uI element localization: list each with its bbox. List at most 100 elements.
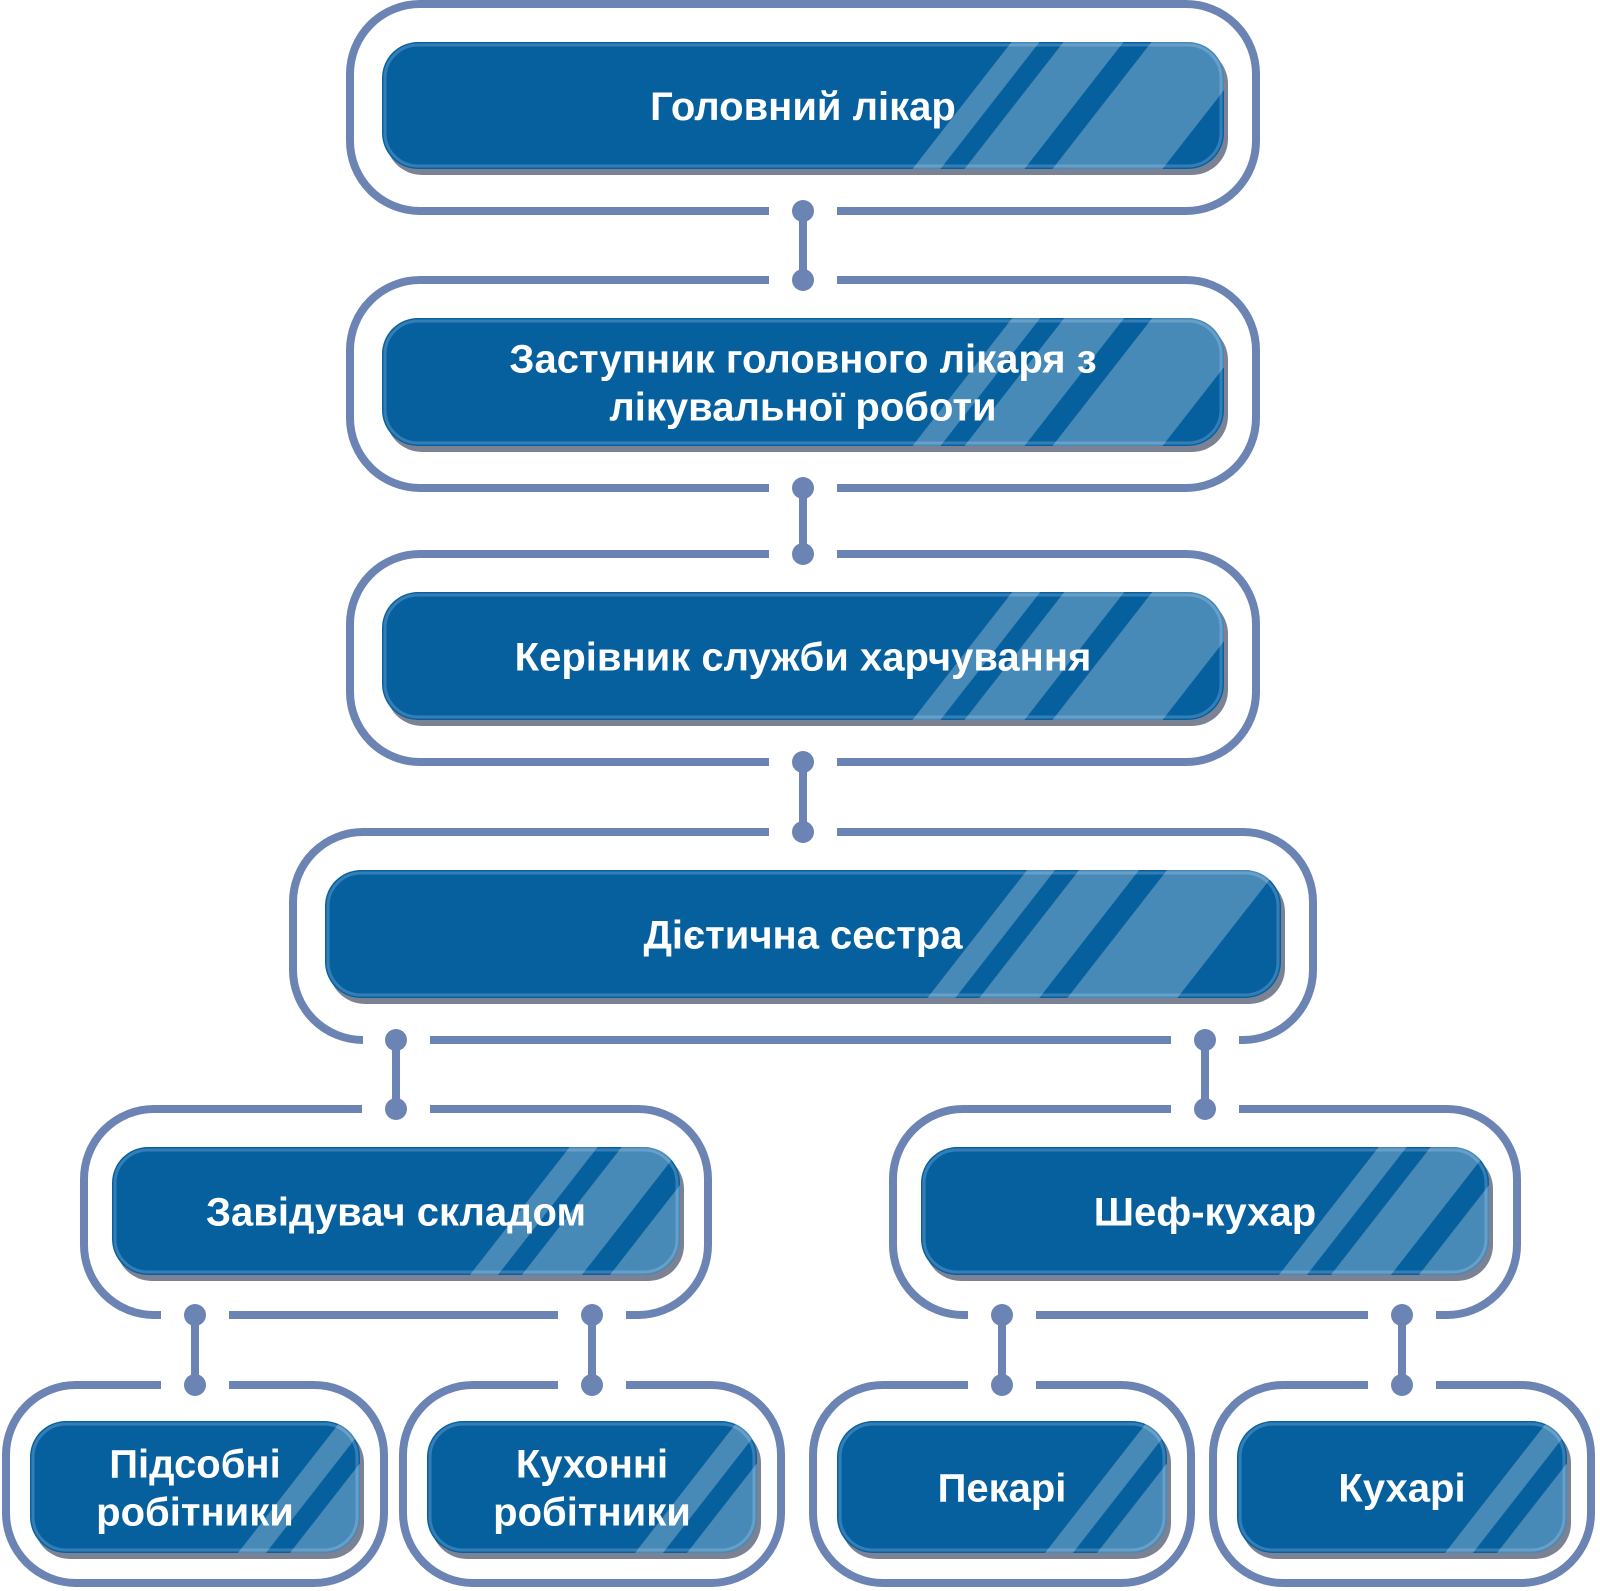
connector-dot-top [1194,1029,1216,1051]
glass-stripe [1330,1147,1489,1275]
glass-stripes [927,870,1278,998]
connector-dot-top [792,751,814,773]
glass-stripe [1418,1147,1489,1275]
node-cooks: Кухарі [1209,1381,1595,1587]
node-label: Головний лікар [650,85,956,129]
connector-warehouse-manager-to-kitchen-workers [581,1304,603,1396]
node-outline [399,1381,785,1587]
glass-stripes [1444,1421,1567,1553]
connector-dot-bottom [991,1374,1013,1396]
glass-stripe [979,870,1140,998]
node-label: робітники [96,1490,294,1534]
node-outline [1209,1381,1595,1587]
node-box [837,1421,1167,1553]
node-highlight [31,1422,359,1552]
node-label: лікувальної роботи [609,385,996,429]
glass-stripe [521,1147,680,1275]
glass-stripe [964,42,1124,169]
node-highlight [922,1148,1488,1274]
node-highlight [383,593,1223,719]
glass-stripe [237,1421,360,1553]
node-outline [346,0,1260,215]
node-box [1237,1421,1567,1553]
node-box [325,870,1281,998]
node-box [382,592,1224,720]
node-deputy-chief-doctor: Заступник головного лікаря злікувальної … [346,276,1260,492]
glass-stripes [237,1421,360,1553]
node-box [112,1147,680,1275]
glass-stripe [609,1147,680,1275]
connector-warehouse-manager-to-auxiliary-workers [184,1304,206,1396]
connector-chief-doctor-to-deputy-chief-doctor [792,200,814,291]
node-label: Кухарі [1338,1466,1465,1510]
node-label: Пекарі [938,1466,1067,1510]
connector-dot-bottom [1194,1098,1216,1120]
node-highlight [838,1422,1166,1552]
glass-stripes [912,318,1224,446]
node-label: Підсобні [109,1442,280,1486]
glass-stripe [912,592,1041,720]
connector-catering-head-to-dietitian-nurse [792,751,814,843]
node-highlight [383,319,1223,445]
node-label: Дієтична сестра [643,913,963,957]
node-label: робітники [493,1490,691,1534]
node-highlight [113,1148,679,1274]
glass-stripe [469,1147,598,1275]
node-bakers: Пекарі [809,1381,1195,1587]
connectors [184,200,1413,1396]
node-highlight [428,1422,756,1552]
glass-stripe [1067,870,1278,998]
glass-stripe [1052,42,1224,169]
glass-stripe [964,318,1125,446]
connector-dietitian-nurse-to-chef [1194,1029,1216,1120]
node-dietitian-nurse: Дієтична сестра [289,828,1317,1044]
node-warehouse-manager: Завідувач складом [80,1105,712,1319]
glass-stripes [469,1147,680,1275]
node-highlight [326,871,1280,997]
connector-dot-top [991,1304,1013,1326]
connector-dot-top [792,477,814,499]
glass-stripe [912,42,1040,169]
node-outline [809,1381,1195,1587]
connector-dot-bottom [1391,1374,1413,1396]
node-outline [289,828,1317,1044]
connector-chef-to-cooks [1391,1304,1413,1396]
node-box [382,318,1224,446]
glass-stripe [686,1421,757,1553]
node-box [30,1421,360,1553]
glass-stripe [1444,1421,1567,1553]
glass-stripe [1496,1421,1567,1553]
glass-stripe [1052,592,1224,720]
glass-stripes [912,592,1224,720]
glass-stripe [912,318,1041,446]
connector-dot-top [184,1304,206,1326]
node-outline [1,1381,388,1587]
connector-dot-bottom [581,1374,603,1396]
glass-stripe [289,1421,360,1553]
node-box [382,42,1224,169]
connector-chef-to-bakers [991,1304,1013,1396]
node-outline [346,276,1260,492]
node-label: Шеф-кухар [1094,1190,1316,1234]
connector-dot-bottom [385,1098,407,1120]
glass-stripe [927,870,1056,998]
node-outline [346,550,1260,766]
connector-dot-top [385,1029,407,1051]
connector-dot-top [1391,1304,1413,1326]
connector-dot-bottom [184,1374,206,1396]
glass-stripe [1044,1421,1167,1553]
node-catering-head: Керівник служби харчування [346,550,1260,766]
connector-dietitian-nurse-to-warehouse-manager [385,1029,407,1120]
connector-deputy-chief-doctor-to-catering-head [792,477,814,565]
node-chief-doctor: Головний лікар [346,0,1260,215]
connector-dot-top [581,1304,603,1326]
glass-stripe [1096,1421,1167,1553]
connector-dot-top [792,200,814,222]
node-box [921,1147,1489,1275]
glass-stripe [964,592,1125,720]
glass-stripe [634,1421,757,1553]
connector-dot-bottom [792,543,814,565]
